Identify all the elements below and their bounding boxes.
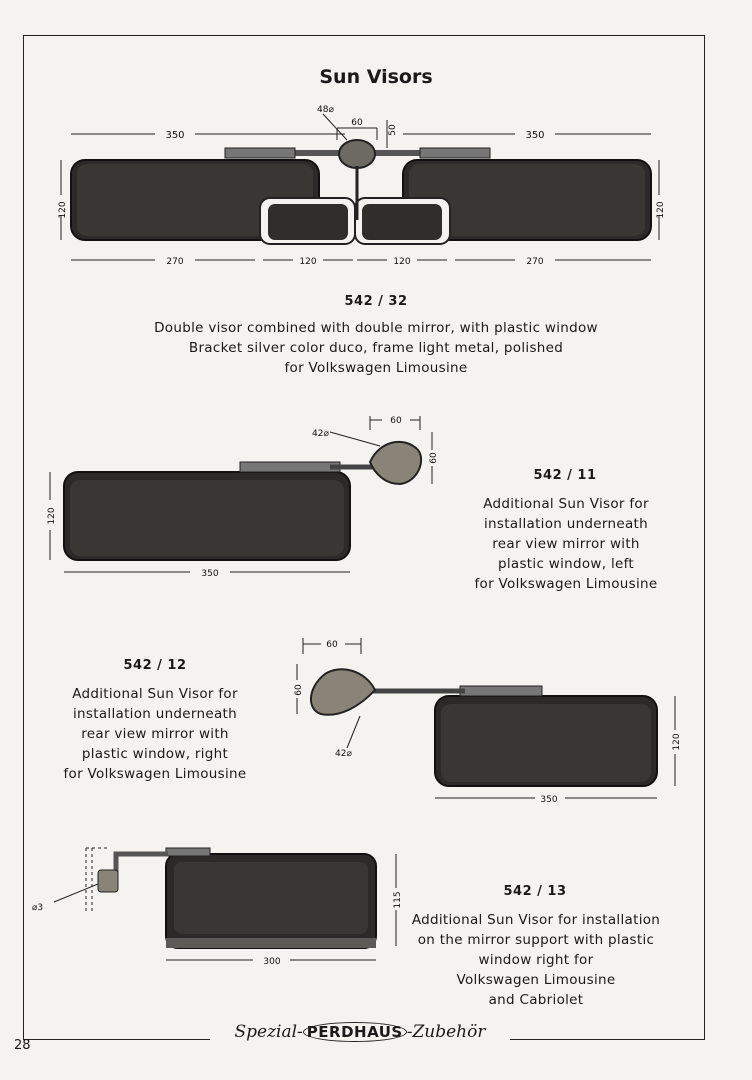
visor-bottom-strip — [166, 938, 376, 948]
dimension-lines — [49, 416, 433, 573]
description-line: plastic window, right — [81, 746, 229, 762]
item-542-32-code: 542 / 32 — [344, 294, 408, 309]
dim-left-height: 120 — [58, 201, 68, 218]
mount-plate — [310, 668, 377, 716]
dim-diameter: 42⌀ — [335, 749, 352, 759]
item-542-12-code: 542 / 12 — [123, 658, 187, 673]
description-line: Volkswagen Limousine — [456, 972, 616, 988]
description-line: plastic window, left — [497, 556, 635, 572]
dim-bracket-height: 60 — [429, 452, 439, 464]
visor-inner — [441, 704, 651, 782]
dim-diameter: 42⌀ — [312, 429, 329, 439]
page-title: Sun Visors — [319, 66, 433, 88]
description-line: Additional Sun Visor for — [483, 496, 649, 512]
hinge — [165, 847, 211, 857]
description-line: rear view mirror with — [81, 726, 229, 742]
left-hinge — [224, 147, 296, 159]
description-line: for Volkswagen Limousine — [284, 360, 468, 376]
item-542-13-description: Additional Sun Visor for installation on… — [398, 910, 674, 1010]
visor-inner — [174, 862, 368, 934]
dim-bracket-width: 60 — [351, 118, 363, 128]
dim-bracket-width: 60 — [326, 640, 338, 650]
support-arm — [113, 851, 168, 882]
dim-height: 120 — [47, 507, 57, 524]
description-line: Additional Sun Visor for — [72, 686, 238, 702]
dimension-lines — [296, 638, 676, 799]
dim-diameter: 48⌀ — [317, 105, 334, 115]
right-visor-inner — [409, 164, 645, 236]
description-line: and Cabriolet — [488, 992, 584, 1008]
dimension-lines — [53, 854, 397, 961]
dim-width: 350 — [540, 795, 557, 805]
double-visor-drawing: 350 350 270 120 120 270 120 120 60 50 48… — [58, 105, 666, 267]
dim-bracket-height: 60 — [294, 684, 304, 696]
dim-right-width: 350 — [525, 130, 544, 141]
dim-mirror-left: 120 — [299, 257, 316, 267]
left-visor-drawing: 120 350 60 60 42⌀ — [47, 416, 439, 579]
description-line: on the mirror support with plastic — [417, 932, 655, 948]
dim-left-width: 350 — [165, 130, 184, 141]
dim-lower-left: 270 — [166, 257, 183, 267]
description-line: Additional Sun Visor for installation — [411, 912, 661, 928]
footer-brand: Spezial-PERDHAUS-Zubehör — [210, 1022, 510, 1046]
dim-width: 300 — [263, 957, 280, 967]
dim-height: 115 — [393, 891, 403, 908]
description-line: installation underneath — [483, 516, 648, 532]
dim-right-height: 120 — [656, 201, 666, 218]
description-line: rear view mirror with — [492, 536, 640, 552]
description-line: for Volkswagen Limousine — [63, 766, 247, 782]
dim-bracket-height: 50 — [388, 124, 398, 136]
item-542-13-code: 542 / 13 — [503, 884, 567, 899]
left-mirror-glass — [268, 204, 348, 240]
dim-bracket-width: 60 — [390, 416, 402, 426]
mount-plate — [368, 441, 423, 486]
description-line: for Volkswagen Limousine — [474, 576, 658, 592]
dim-mirror-right: 120 — [393, 257, 410, 267]
description-line: installation underneath — [72, 706, 237, 722]
description-line: Bracket silver color duco, frame light m… — [188, 340, 564, 356]
mirror-support-visor-drawing: 115 300 ⌀3 — [32, 847, 403, 967]
dim-height: 120 — [672, 733, 682, 750]
item-542-32-description: Double visor combined with double mirror… — [0, 318, 752, 378]
visor-inner — [70, 480, 344, 556]
description-line: window right for — [478, 952, 594, 968]
left-visor-inner — [77, 164, 313, 236]
page-number: 28 — [14, 1038, 31, 1053]
item-542-12-description: Additional Sun Visor for installation un… — [44, 684, 266, 784]
dim-diameter: ⌀3 — [32, 903, 43, 913]
item-542-11-description: Additional Sun Visor for installation un… — [460, 494, 672, 594]
clamp — [97, 869, 119, 893]
footer-left: Spezial- — [234, 1022, 303, 1042]
dimension-lines — [60, 113, 660, 261]
item-542-11-code: 542 / 11 — [533, 468, 597, 483]
hinge — [459, 685, 543, 697]
right-visor-drawing: 60 60 120 350 42⌀ — [294, 638, 682, 805]
footer-brand-name: PERDHAUS — [302, 1022, 407, 1042]
footer-right: -Zubehör — [406, 1022, 486, 1042]
dim-lower-right: 270 — [526, 257, 543, 267]
description-line: Double visor combined with double mirror… — [154, 320, 598, 336]
right-mirror-glass — [362, 204, 442, 240]
hinge — [239, 461, 341, 473]
center-bracket — [338, 139, 376, 169]
mirror-stem-dashed — [85, 847, 108, 912]
right-hinge — [419, 147, 491, 159]
dim-width: 350 — [201, 569, 218, 579]
